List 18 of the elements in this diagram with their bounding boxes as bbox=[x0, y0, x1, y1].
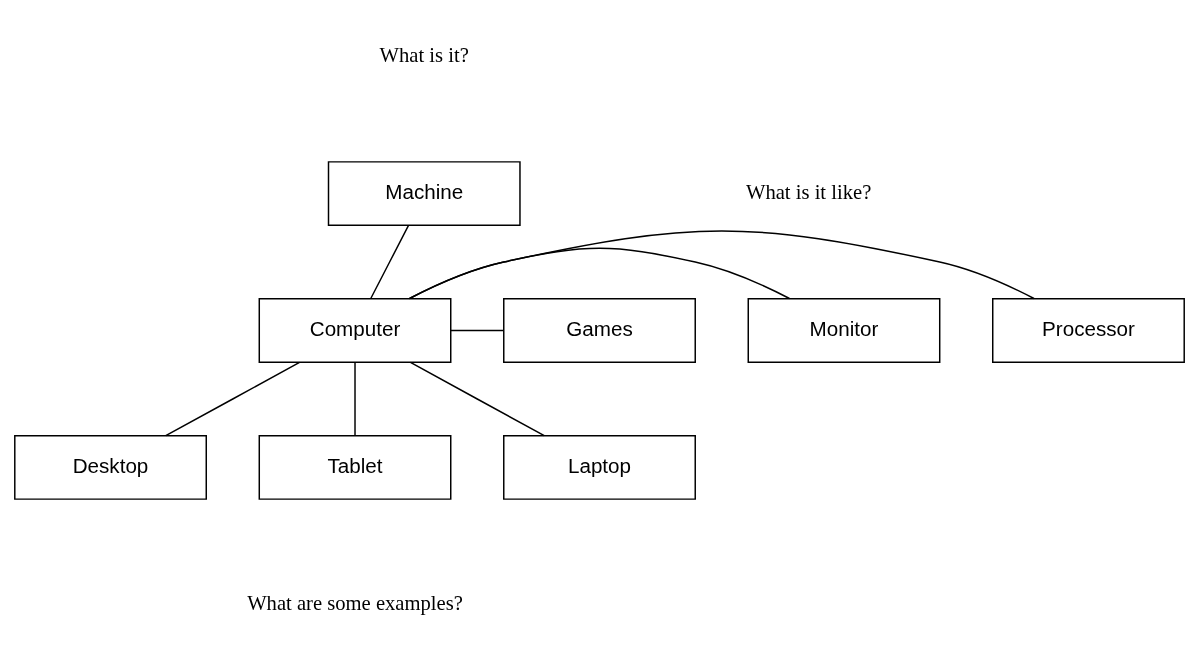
node-box: Laptop bbox=[503, 434, 696, 500]
label: What are some examples? bbox=[247, 591, 463, 614]
node-box: Games bbox=[503, 297, 696, 363]
node-box: Machine bbox=[327, 160, 521, 226]
node-box: Desktop bbox=[14, 434, 207, 500]
connector bbox=[165, 361, 301, 436]
connector bbox=[450, 329, 504, 331]
node-box: Monitor bbox=[747, 297, 941, 363]
connector bbox=[408, 229, 1035, 299]
node-box: Tablet bbox=[258, 434, 452, 500]
connector bbox=[408, 247, 791, 299]
connector bbox=[369, 224, 410, 299]
node-box: Computer bbox=[258, 297, 452, 363]
connector bbox=[409, 361, 545, 436]
label: What is it like? bbox=[745, 180, 872, 203]
node-box: Processor bbox=[992, 297, 1185, 363]
connector bbox=[354, 361, 356, 436]
label: What is it? bbox=[379, 43, 469, 66]
